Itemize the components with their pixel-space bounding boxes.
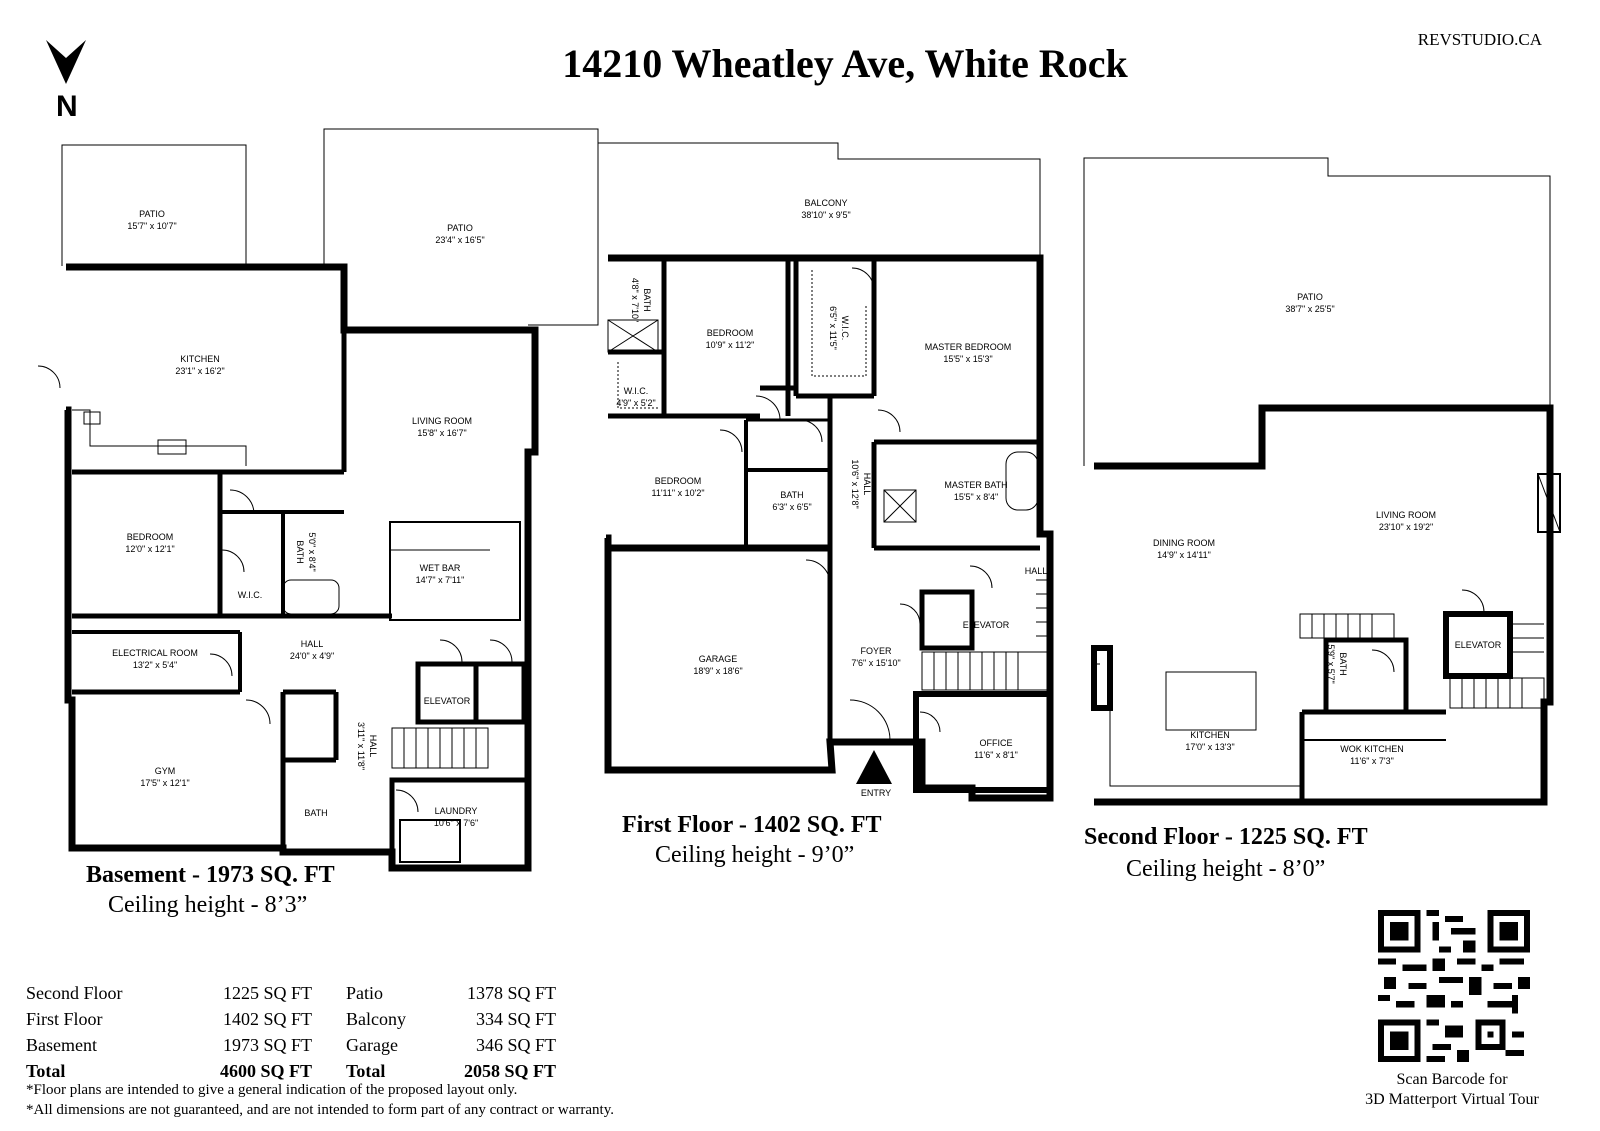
table-row: Basement 1973 SQ FT Garage 346 SQ FT [26, 1034, 556, 1055]
room-label: W.I.C. [238, 590, 263, 600]
room-dim: 14'7" x 7'11" [416, 575, 465, 585]
qr-code-icon[interactable] [1378, 910, 1530, 1062]
north-label: N [56, 90, 78, 123]
room-label: BATH [780, 490, 803, 500]
north-arrow: N [44, 38, 88, 128]
room-label: BEDROOM [655, 476, 702, 486]
basement-ceiling-label: Ceiling height - 8’3” [108, 892, 308, 918]
room-label: BATH [304, 808, 327, 818]
room-dim: 23'1" x 16'2" [175, 366, 224, 376]
room-label: HALL [301, 639, 324, 649]
first-floor-ceiling-label: Ceiling height - 9’0” [655, 842, 855, 868]
room-dim: 12'0" x 12'1" [125, 544, 174, 554]
room-dim: 23'10" x 19'2" [1379, 522, 1433, 532]
room-label: GYM [155, 766, 176, 776]
entry-label: ENTRY [861, 788, 891, 798]
room-dim: 11'11" x 10'2" [651, 488, 704, 498]
room-dim: 4'8" x 7'10" [630, 278, 640, 322]
room-dim: 38'7" x 25'5" [1285, 304, 1334, 314]
room-label: LAUNDRY [435, 806, 478, 816]
room-label: HALL [862, 473, 872, 496]
room-label: ELEVATOR [424, 696, 471, 706]
room-dim: 6'3" x 6'5" [772, 502, 811, 512]
room-dim: 15'7" x 10'7" [127, 221, 176, 231]
room-dim: 13'2" x 5'4" [133, 660, 177, 670]
room-label: W.I.C. [840, 316, 850, 341]
room-label: ELEVATOR [1455, 640, 1502, 650]
room-label: ELEVATOR [963, 620, 1010, 630]
first-floor-area-label: First Floor - 1402 SQ. FT [622, 812, 882, 838]
room-dim: 18'9" x 18'6" [693, 666, 742, 676]
room-label: ELECTRICAL ROOM [112, 648, 198, 658]
room-dim: 17'0" x 13'3" [1185, 742, 1234, 752]
room-dim: 15'8" x 16'7" [417, 428, 466, 438]
room-dim: 11'6" x 8'1" [974, 750, 1018, 760]
room-label: MASTER BEDROOM [925, 342, 1012, 352]
room-label: GARAGE [699, 654, 738, 664]
room-dim: 38'10" x 9'5" [801, 210, 850, 220]
room-label: PATIO [447, 223, 473, 233]
room-label: HALL [368, 735, 378, 758]
room-dim: 15'5" x 8'4" [954, 492, 998, 502]
room-dim: 10'9" x 11'2" [706, 340, 755, 350]
disclaimer-note: *All dimensions are not guaranteed, and … [26, 1102, 614, 1118]
room-label: BEDROOM [127, 532, 174, 542]
room-label: HALL [1025, 566, 1048, 576]
basement-area-label: Basement - 1973 SQ. FT [86, 862, 335, 888]
room-dim: 5'0" x 8'4" [307, 532, 317, 571]
room-label: BATH [642, 288, 652, 311]
north-arrow-icon [46, 40, 86, 84]
room-label: WOK KITCHEN [1340, 744, 1404, 754]
room-label: BALCONY [804, 198, 847, 208]
disclaimer-note: *Floor plans are intended to give a gene… [26, 1082, 518, 1098]
room-dim: 15'5" x 15'3" [943, 354, 992, 364]
room-label: PATIO [1297, 292, 1323, 302]
room-label: BATH [1338, 652, 1348, 675]
room-label: FOYER [860, 646, 892, 656]
table-row: Second Floor 1225 SQ FT Patio 1378 SQ FT [26, 982, 556, 1003]
room-dim: 5'9" x 5'7" [1326, 644, 1336, 683]
room-label: BEDROOM [707, 328, 754, 338]
room-dim: 7'6" x 15'10" [851, 658, 900, 668]
second-floor-area-label: Second Floor - 1225 SQ. FT [1084, 824, 1368, 850]
room-dim: 24'0" x 4'9" [290, 651, 334, 661]
room-label: MASTER BATH [944, 480, 1007, 490]
room-label: WET BAR [420, 563, 461, 573]
room-dim: 17'5" x 12'1" [140, 778, 189, 788]
room-label: KITCHEN [1190, 730, 1230, 740]
table-row: First Floor 1402 SQ FT Balcony 334 SQ FT [26, 1008, 556, 1029]
page-title: 14210 Wheatley Ave, White Rock [562, 41, 1128, 86]
brand-label: REVSTUDIO.CA [1417, 30, 1542, 49]
room-dim: 11'6" x 7'3" [1350, 756, 1394, 766]
room-label: PATIO [139, 209, 165, 219]
qr-caption: Scan Barcode for 3D Matterport Virtual T… [1365, 1071, 1539, 1108]
table-row-total: Total 4600 SQ FT Total 2058 SQ FT [26, 1060, 556, 1081]
room-dim: 14'9" x 14'11" [1157, 550, 1211, 560]
room-label: LIVING ROOM [412, 416, 472, 426]
second-floor-ceiling-label: Ceiling height - 8’0” [1126, 856, 1326, 882]
room-label: LIVING ROOM [1376, 510, 1436, 520]
room-dim: 4'9" x 5'2" [616, 398, 655, 408]
room-dim: 6'5" x 11'5" [828, 306, 838, 350]
room-label: OFFICE [980, 738, 1013, 748]
room-dim: 10'6" x 12'8" [850, 459, 860, 508]
room-label: DINING ROOM [1153, 538, 1215, 548]
room-label: W.I.C. [624, 386, 649, 396]
room-label: BATH [295, 540, 305, 563]
room-dim: 10'6" x 7'6" [434, 818, 478, 828]
area-totals-table: Second Floor 1225 SQ FT Patio 1378 SQ FT… [26, 980, 556, 1084]
room-label: KITCHEN [180, 354, 220, 364]
room-dim: 3'11" x 11'8" [356, 722, 366, 770]
room-dim: 23'4" x 16'5" [435, 235, 484, 245]
